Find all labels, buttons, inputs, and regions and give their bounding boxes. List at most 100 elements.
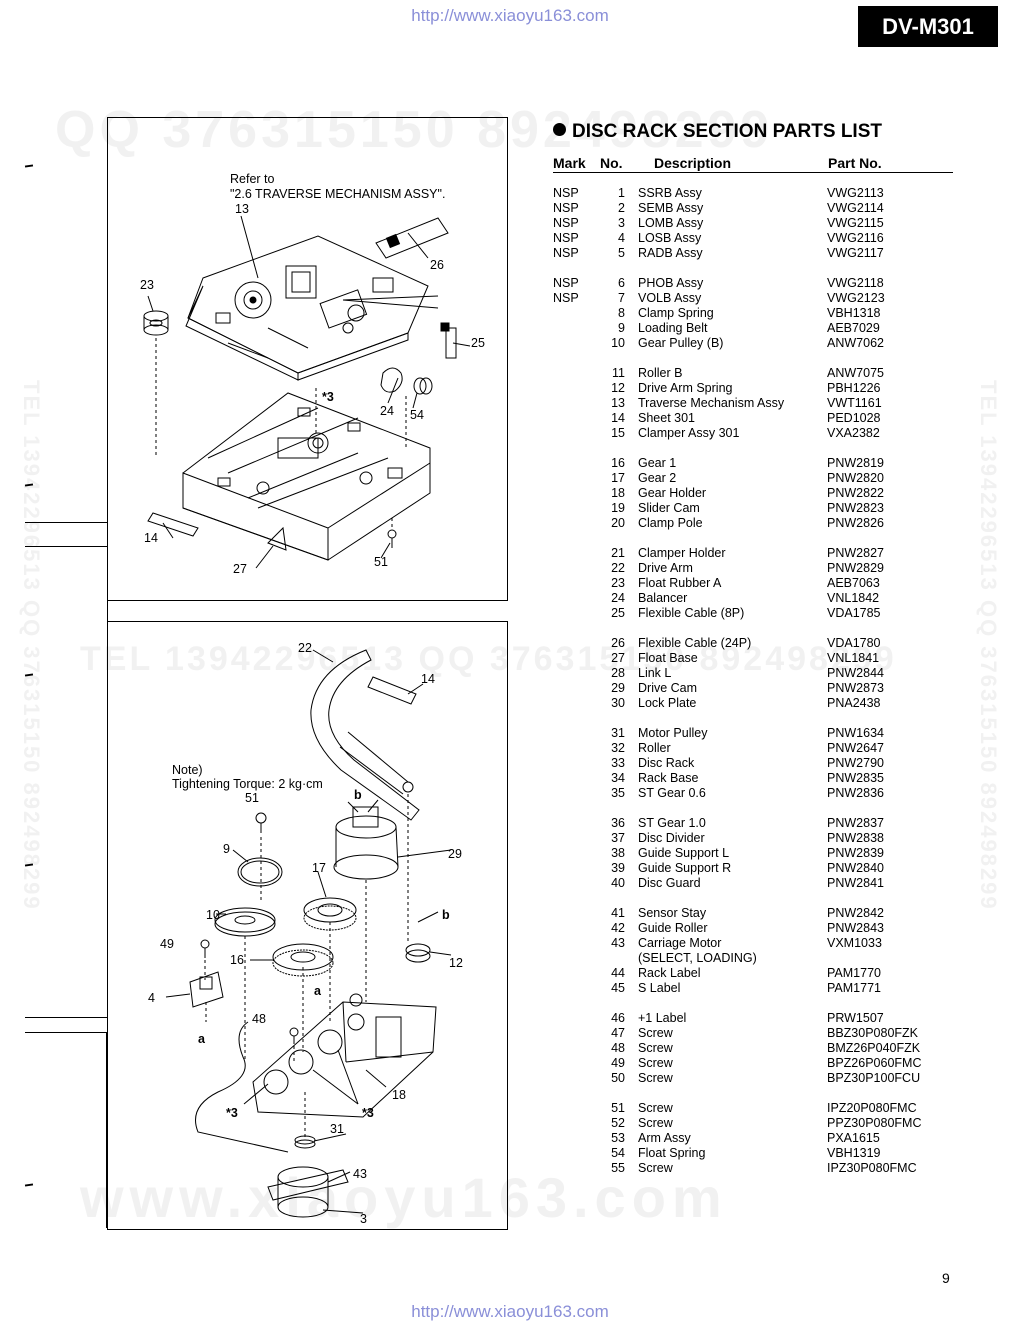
callout-43: 43 (353, 1167, 367, 1181)
callout-b: b (354, 788, 362, 802)
cell-mark: NSP (553, 246, 579, 260)
margin-bracket (25, 1032, 108, 1033)
cell-part-no: VBH1319 (827, 1146, 881, 1160)
cell-mark: NSP (553, 276, 579, 290)
cell-no: 37 (611, 831, 625, 845)
cell-description: SEMB Assy (638, 201, 704, 215)
cell-part-no: IPZ20P080FMC (827, 1101, 917, 1115)
cell-no: 47 (611, 1026, 625, 1040)
cell-part-no: PNW2841 (827, 876, 884, 890)
cell-no: 32 (611, 741, 625, 755)
callout-49: 49 (160, 937, 174, 951)
cell-part-no: PNW2835 (827, 771, 884, 785)
cell-no: 34 (611, 771, 625, 785)
cell-no: 14 (611, 411, 625, 425)
cell-description: Screw (638, 1071, 673, 1085)
callout-51: 51 (374, 555, 388, 569)
cell-no: 18 (611, 486, 625, 500)
cell-no: 52 (611, 1116, 625, 1130)
cell-description: VOLB Assy (638, 291, 702, 305)
cell-no: 12 (611, 381, 625, 395)
callout-27: 27 (233, 562, 247, 576)
cell-no: 44 (611, 966, 625, 980)
callout-18: 18 (392, 1088, 406, 1102)
cell-part-no: VWT1161 (827, 396, 882, 410)
cell-no: 20 (611, 516, 625, 530)
cell-part-no: PNW2827 (827, 546, 884, 560)
cell-part-no: PNW2819 (827, 456, 884, 470)
cell-description: Clamp Pole (638, 516, 703, 530)
cell-part-no: PNW2823 (827, 501, 884, 515)
cell-description: Link L (638, 666, 672, 680)
cell-part-no: PNW2838 (827, 831, 884, 845)
cell-no: 25 (611, 606, 625, 620)
cell-no: 10 (611, 336, 625, 350)
cell-description: RADB Assy (638, 246, 703, 260)
column-header-description: Description (654, 155, 732, 171)
cell-no: 21 (611, 546, 625, 560)
header-url[interactable]: http://www.xiaoyu163.com (411, 6, 609, 25)
cell-no: 3 (618, 216, 625, 230)
cell-part-no: PNW2820 (827, 471, 884, 485)
cell-no: 55 (611, 1161, 625, 1175)
cell-part-no: VWG2117 (827, 246, 884, 260)
callout-29: 29 (448, 847, 462, 861)
bullet-icon (553, 123, 566, 136)
cell-part-no: PPZ30P080FMC (827, 1116, 922, 1130)
cell-part-no: PNW2873 (827, 681, 884, 695)
callout-star3: *3 (322, 390, 334, 404)
footer-url[interactable]: http://www.xiaoyu163.com (411, 1302, 609, 1321)
cell-no: 49 (611, 1056, 625, 1070)
callout-star3: *3 (362, 1106, 374, 1120)
parts-list-title-text: DISC RACK SECTION PARTS LIST (572, 121, 882, 142)
cell-part-no: VXA2382 (827, 426, 880, 440)
cell-no: 24 (611, 591, 625, 605)
cell-description: Screw (638, 1101, 673, 1115)
column-header-part-no: Part No. (828, 155, 882, 171)
cell-part-no: PNW2829 (827, 561, 884, 575)
margin-bracket (25, 170, 108, 523)
cell-mark: NSP (553, 291, 579, 305)
cell-description: Disc Divider (638, 831, 705, 845)
cell-description: Carriage Motor (638, 936, 722, 950)
cell-part-no: PXA1615 (827, 1131, 880, 1145)
cell-no: 9 (618, 321, 625, 335)
cell-part-no: PNW2647 (827, 741, 884, 755)
cell-part-no: PNW2822 (827, 486, 884, 500)
column-header-mark: Mark (553, 155, 586, 171)
cell-no: 31 (611, 726, 625, 740)
callout-22: 22 (298, 641, 312, 655)
cell-part-no: VWG2113 (827, 186, 884, 200)
cell-part-no: PNA2438 (827, 696, 881, 710)
cell-description: Float Spring (638, 1146, 706, 1160)
cell-description: LOSB Assy (638, 231, 702, 245)
cell-no: 39 (611, 861, 625, 875)
callout-9: 9 (223, 842, 230, 856)
cell-mark: NSP (553, 186, 579, 200)
cell-no: 41 (611, 906, 625, 920)
cell-description: Rack Base (638, 771, 699, 785)
cell-part-no: PNW2836 (827, 786, 884, 800)
cell-part-no: PAM1770 (827, 966, 881, 980)
cell-description: Gear Pulley (B) (638, 336, 724, 350)
cell-description: Guide Support R (638, 861, 732, 875)
cell-description: SSRB Assy (638, 186, 702, 200)
model-badge: DV-M301 (858, 6, 998, 47)
cell-part-no: BPZ30P100FCU (827, 1071, 921, 1085)
cell-description: S Label (638, 981, 681, 995)
cell-part-no: VWG2115 (827, 216, 884, 230)
cell-no: 19 (611, 501, 625, 515)
cell-description: Sensor Stay (638, 906, 707, 920)
callout-24: 24 (380, 404, 394, 418)
cell-part-no: BBZ30P080FZK (827, 1026, 919, 1040)
cell-no: 22 (611, 561, 625, 575)
cell-description: ST Gear 0.6 (638, 786, 706, 800)
cell-no: 23 (611, 576, 625, 590)
refer-note-line1: Refer to (230, 172, 275, 186)
cell-part-no: ANW7062 (827, 336, 884, 350)
page-number: 9 (942, 1270, 950, 1286)
cell-description: Lock Plate (638, 696, 697, 710)
cell-description: ST Gear 1.0 (638, 816, 706, 830)
cell-description: Clamp Spring (638, 306, 714, 320)
cell-part-no: PAM1771 (827, 981, 881, 995)
